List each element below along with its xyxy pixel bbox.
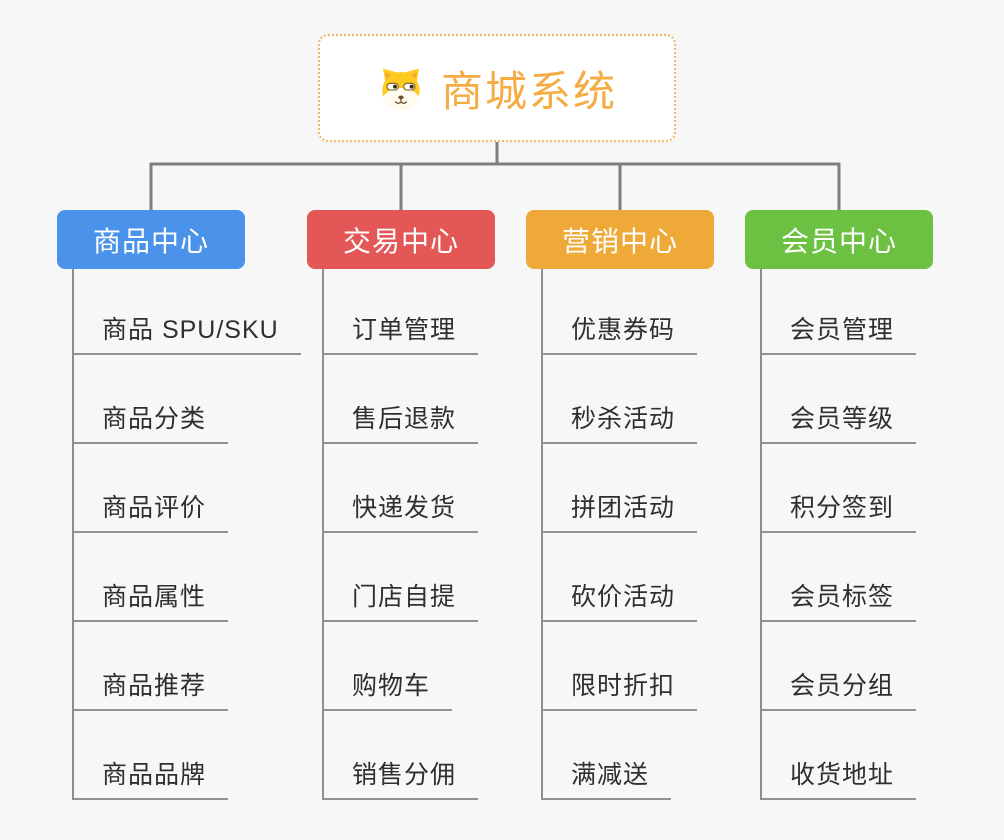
branch-product-center: 商品中心 商品 SPU/SKU 商品分类 商品评价 商品属性 商品推荐 商品品牌 [57, 210, 317, 800]
child-topic[interactable]: 收货地址 [762, 711, 917, 800]
connector-path [149, 142, 841, 211]
child-topic[interactable]: 商品品牌 [74, 711, 229, 800]
branch-children: 优惠券码 秒杀活动 拼团活动 砍价活动 限时折扣 满减送 [541, 269, 698, 800]
branch-node-marketing-center[interactable]: 营销中心 [526, 210, 714, 269]
child-topic[interactable]: 商品评价 [74, 444, 229, 533]
child-topic[interactable]: 购物车 [324, 622, 453, 711]
branch-member-center: 会员中心 会员管理 会员等级 积分签到 会员标签 会员分组 收货地址 [745, 210, 1004, 800]
child-topic[interactable]: 限时折扣 [543, 622, 698, 711]
child-topic[interactable]: 会员分组 [762, 622, 917, 711]
child-topic[interactable]: 售后退款 [324, 355, 479, 444]
child-topic[interactable]: 积分签到 [762, 444, 917, 533]
root-title: 商城系统 [440, 67, 617, 115]
child-topic[interactable]: 商品推荐 [74, 622, 229, 711]
branch-children: 商品 SPU/SKU 商品分类 商品评价 商品属性 商品推荐 商品品牌 [72, 269, 301, 800]
child-topic[interactable]: 商品属性 [74, 533, 229, 622]
dog-face-icon [377, 64, 425, 112]
child-topic[interactable]: 优惠券码 [543, 269, 698, 355]
child-topic[interactable]: 拼团活动 [543, 444, 698, 533]
branch-marketing-center: 营销中心 优惠券码 秒杀活动 拼团活动 砍价活动 限时折扣 满减送 [526, 210, 786, 800]
child-topic[interactable]: 商品 SPU/SKU [74, 269, 301, 355]
branch-node-member-center[interactable]: 会员中心 [745, 210, 933, 269]
child-topic[interactable]: 秒杀活动 [543, 355, 698, 444]
child-topic[interactable]: 门店自提 [324, 533, 479, 622]
root-node[interactable]: 商城系统 [318, 34, 676, 142]
child-topic[interactable]: 商品分类 [74, 355, 229, 444]
child-topic[interactable]: 会员等级 [762, 355, 917, 444]
child-topic[interactable]: 满减送 [543, 711, 672, 800]
branch-node-trade-center[interactable]: 交易中心 [307, 210, 495, 269]
child-topic[interactable]: 会员标签 [762, 533, 917, 622]
branch-trade-center: 交易中心 订单管理 售后退款 快递发货 门店自提 购物车 销售分佣 [307, 210, 567, 800]
child-topic[interactable]: 销售分佣 [324, 711, 479, 800]
branch-children: 会员管理 会员等级 积分签到 会员标签 会员分组 收货地址 [760, 269, 917, 800]
child-topic[interactable]: 快递发货 [324, 444, 479, 533]
branch-children: 订单管理 售后退款 快递发货 门店自提 购物车 销售分佣 [322, 269, 479, 800]
branch-node-product-center[interactable]: 商品中心 [57, 210, 245, 269]
child-topic[interactable]: 会员管理 [762, 269, 917, 355]
child-topic[interactable]: 砍价活动 [543, 533, 698, 622]
child-topic[interactable]: 订单管理 [324, 269, 479, 355]
